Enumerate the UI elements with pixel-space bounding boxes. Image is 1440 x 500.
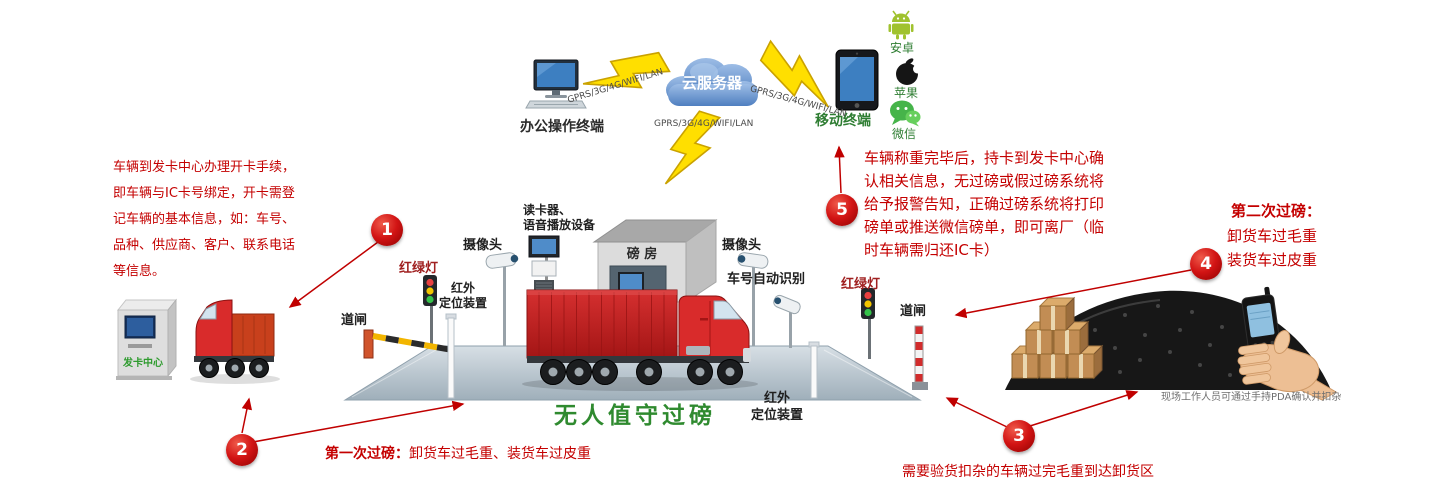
wechat-icon xyxy=(890,100,921,127)
second-weigh-line2: 装货车过皮重 xyxy=(1227,251,1318,269)
camera-right-icon xyxy=(737,252,769,346)
barrier-left-label: 道闸 xyxy=(341,313,368,328)
weigh-house-label: 磅 房 xyxy=(626,247,658,262)
step-circle-5: 5 xyxy=(826,194,858,226)
reader-label: 读卡器、 语音播放设备 xyxy=(523,203,595,233)
traffic-light-right-icon xyxy=(861,288,875,359)
first-weigh-title: 第一次过磅： xyxy=(325,446,409,462)
arrow-step5 xyxy=(834,145,845,194)
infrared-left-label: 红外 定位装置 xyxy=(430,281,496,311)
second-weigh-line1: 卸货车过毛重 xyxy=(1227,227,1318,245)
arrow-step1 xyxy=(288,241,379,308)
plate-recognition-label: 车号自动识别 xyxy=(727,272,806,287)
apple-label: 苹果 xyxy=(893,86,918,100)
weigh-house-icon xyxy=(592,219,718,303)
android-label: 安卓 xyxy=(889,41,914,55)
infrared-left-line1: 红外 xyxy=(450,281,475,295)
pda-note: 现场工作人员可通过手持PDA确认并扣杂 xyxy=(1161,392,1342,403)
step-circle-4: 4 xyxy=(1190,248,1222,280)
infrared-right-line1: 红外 xyxy=(763,391,790,406)
cloud-server-icon xyxy=(666,58,758,106)
card-issuing-note: 车辆到发卡中心办理开卡手续，即车辆与IC卡号绑定，开卡需登记车辆的基本信息，如：… xyxy=(113,160,296,279)
infrared-left-line2: 定位装置 xyxy=(438,296,487,310)
reader-label-line1: 读卡器、 xyxy=(523,203,572,217)
office-terminal-icon xyxy=(525,59,587,109)
infrared-right-label: 红外 定位装置 xyxy=(737,390,817,424)
gprs-label-center: GPRS/3G/4G/WIFI/LAN xyxy=(654,119,754,129)
traffic-light-right-label: 红绿灯 xyxy=(841,277,881,292)
unloading-note: 需要验货扣杂的车辆过完毛重到达卸货区 xyxy=(902,464,1154,480)
arrow-step2-truck xyxy=(241,397,253,434)
hand-pda-icon xyxy=(1237,286,1337,401)
connector-arrows xyxy=(241,145,1192,443)
traffic-light-left-icon xyxy=(423,275,437,346)
wechat-label: 微信 xyxy=(891,127,916,141)
first-weigh-text: 卸货车过毛重、装货车过皮重 xyxy=(409,446,591,462)
step-circle-3: 3 xyxy=(1003,420,1035,452)
infrared-post-left xyxy=(445,313,457,399)
barrier-gate-right-icon xyxy=(912,325,928,390)
step-circle-1: 1 xyxy=(371,214,403,246)
cargo-boxes xyxy=(1010,296,1104,380)
camera-left-label: 摄像头 xyxy=(463,238,503,253)
arrow-step3-pile xyxy=(1029,390,1139,427)
arrow-step3-platform xyxy=(945,397,1008,428)
traffic-light-left-label: 红绿灯 xyxy=(399,261,439,276)
scene-title: 无人值守过磅 xyxy=(554,403,716,429)
arrow-step4 xyxy=(954,269,1192,319)
cloud-server-label: 云服务器 xyxy=(681,74,742,92)
arrow-step2-platform xyxy=(252,400,465,443)
android-icon xyxy=(888,10,914,40)
second-weigh-title: 第二次过磅： xyxy=(1231,202,1322,220)
apple-icon xyxy=(896,58,922,85)
card-kiosk-icon xyxy=(116,298,178,380)
camera-right-label: 摄像头 xyxy=(722,238,762,253)
infrared-post-right xyxy=(808,341,820,399)
mobile-terminal-label: 移动终端 xyxy=(815,113,871,129)
plate-recognition-camera-icon xyxy=(773,294,801,348)
after-weighing-note: 车辆称重完毕后，持卡到发卡中心确认相关信息，无过磅或假过磅系统将给予报警告知，正… xyxy=(864,149,1105,259)
card-center-label: 发卡中心 xyxy=(123,358,163,369)
barrier-right-label: 道闸 xyxy=(900,304,927,319)
first-weigh-caption: 第一次过磅：卸货车过毛重、装货车过皮重 xyxy=(325,446,591,463)
infrared-right-line2: 定位装置 xyxy=(750,408,803,423)
camera-left-icon xyxy=(485,252,519,346)
mobile-terminal-icon xyxy=(835,49,879,111)
step-circle-2: 2 xyxy=(226,434,258,466)
reader-label-line2: 语音播放设备 xyxy=(523,218,596,232)
barrier-gate-left-icon xyxy=(363,329,451,359)
card-center-truck-icon xyxy=(190,299,280,384)
office-terminal-label: 办公操作终端 xyxy=(520,119,604,135)
truck-icon xyxy=(522,289,758,391)
weighbridge-platform xyxy=(343,345,922,401)
